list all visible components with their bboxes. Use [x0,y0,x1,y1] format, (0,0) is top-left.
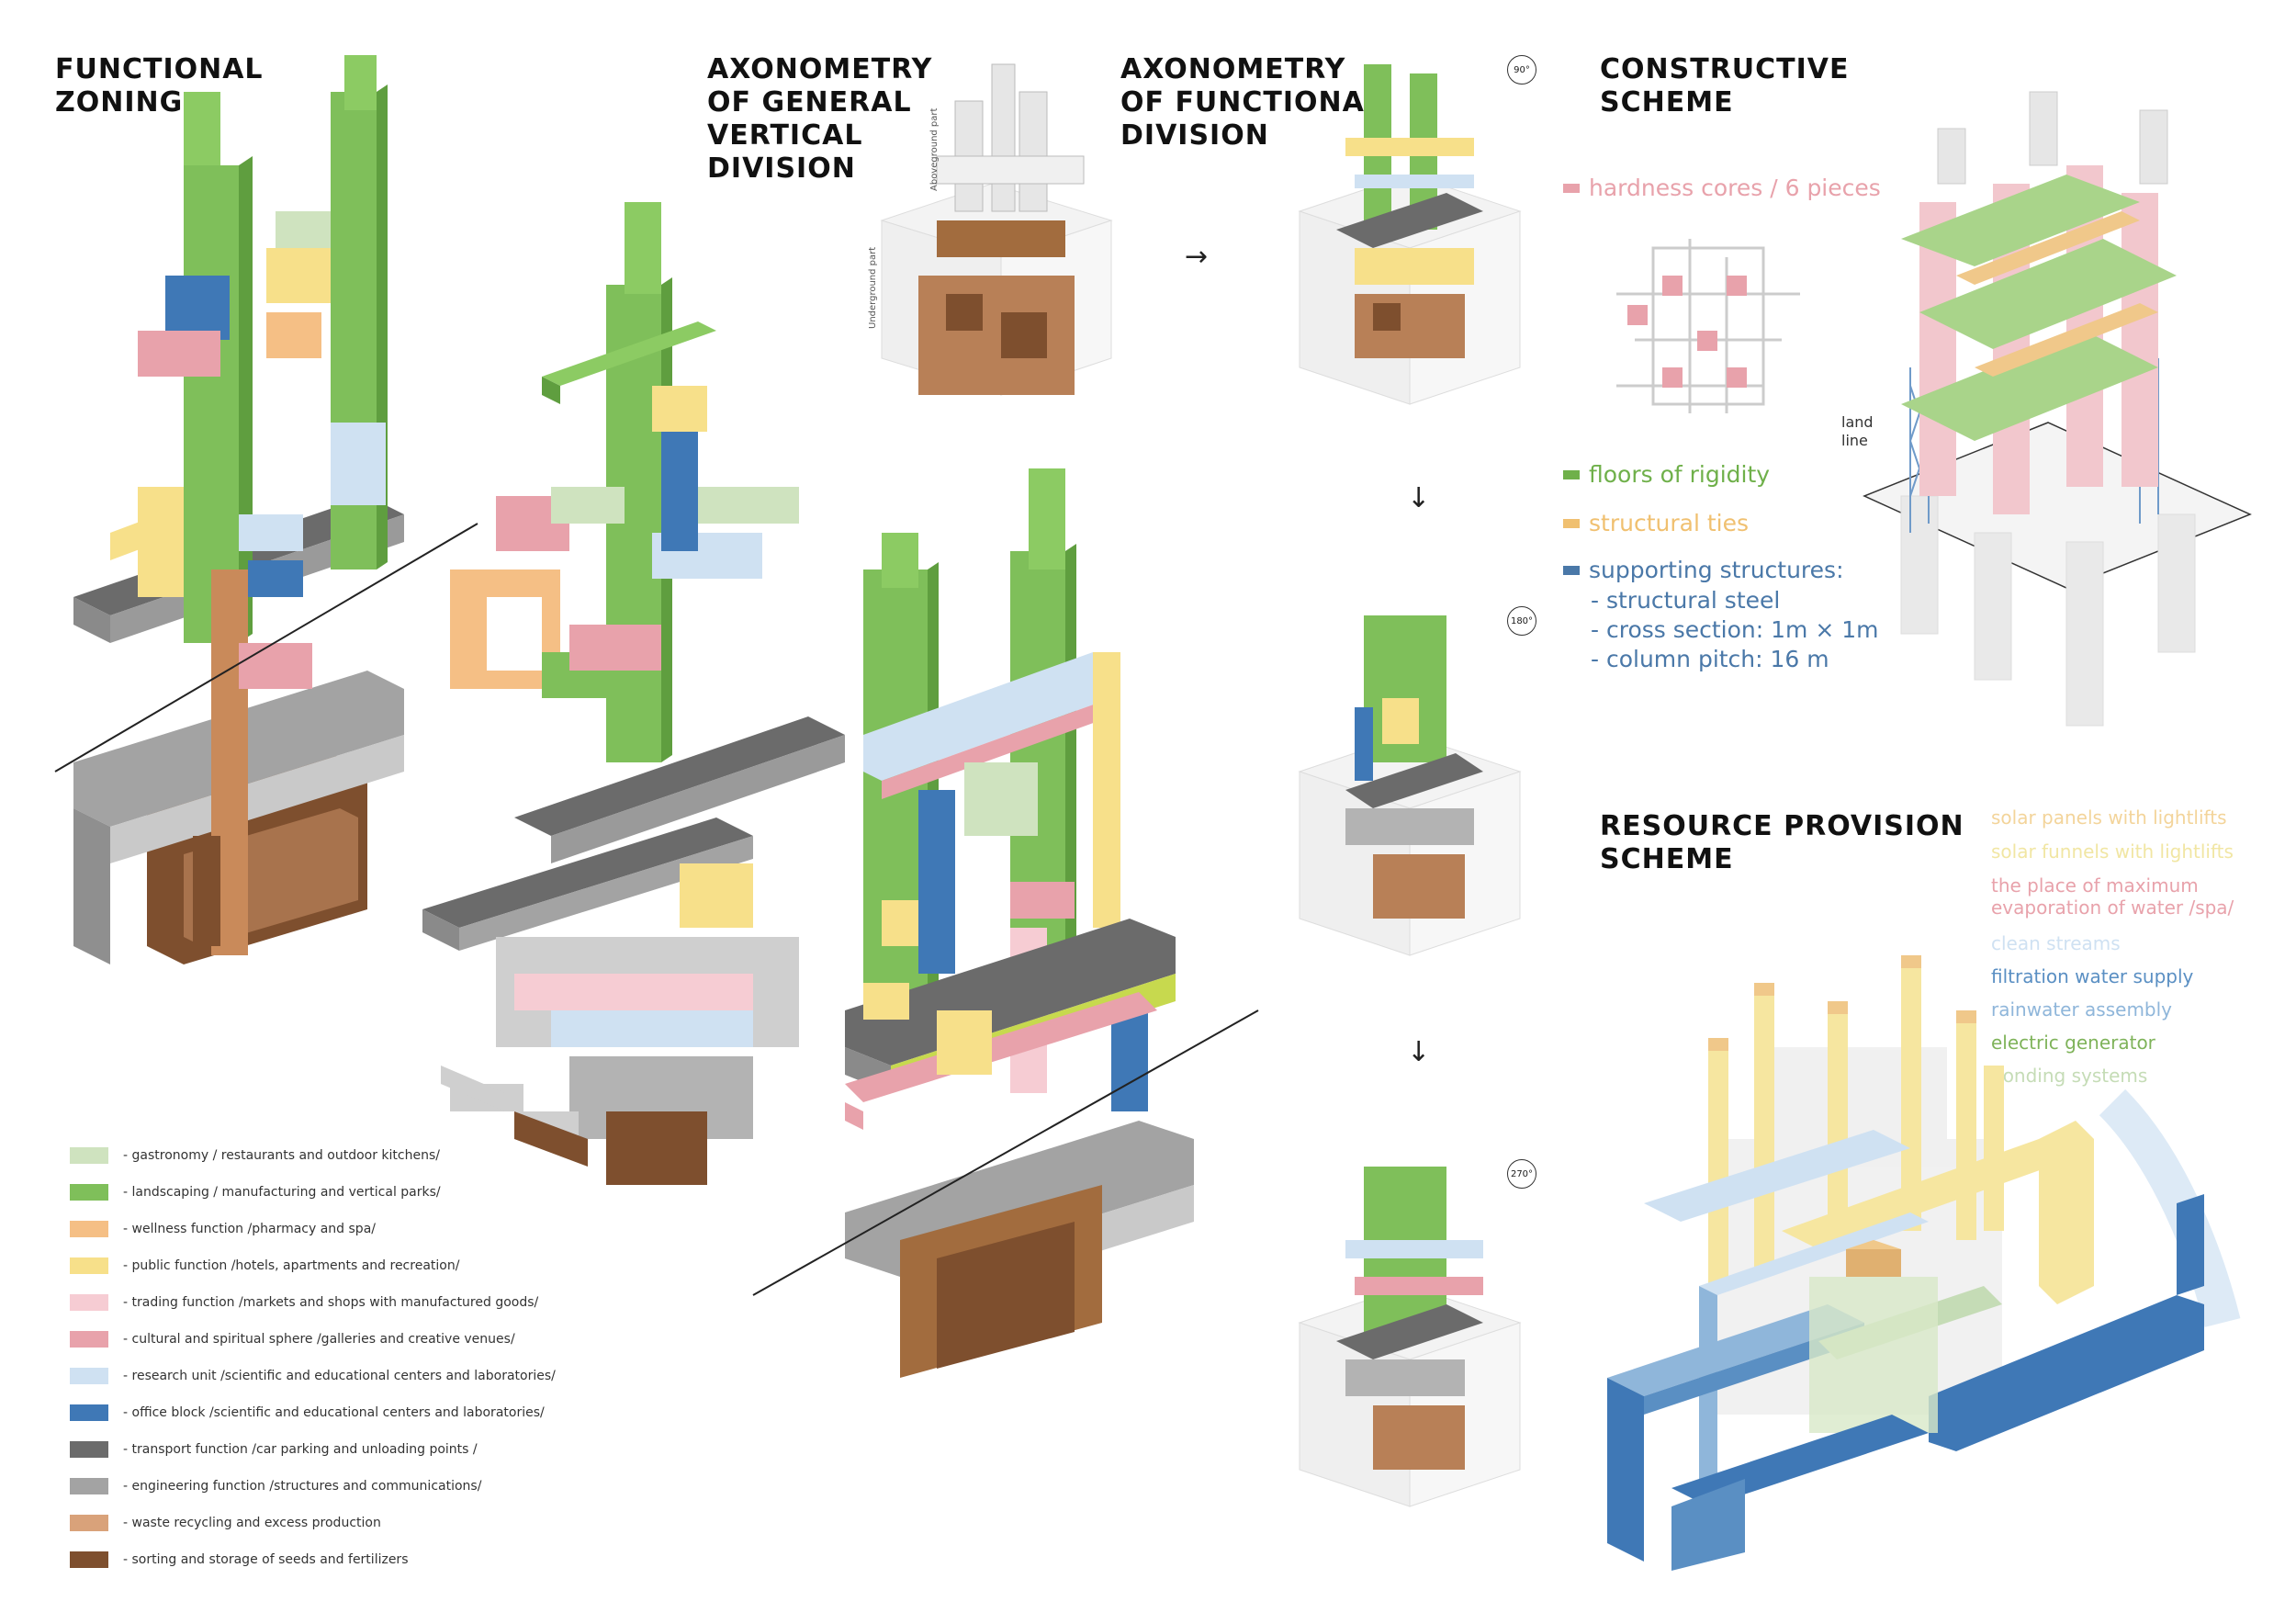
legend-swatch [70,1147,108,1164]
legend-row-research: - research unit /scientific and educatio… [70,1365,556,1387]
functional-cube-90 [1298,64,1522,405]
legend-swatch [70,1551,108,1568]
legend-swatch [70,1478,108,1494]
aboveground-part-model [936,63,1085,212]
floors-of-rigidity-item: floors of rigidity [1563,461,1770,488]
constructive-scheme-title: CONSTRUCTIVE SCHEME [1600,53,1850,118]
legend-row-engineering: - engineering function /structures and c… [70,1475,481,1497]
legend-text: - sorting and storage of seeds and ferti… [123,1552,409,1567]
legend-text: - office block /scientific and education… [123,1405,545,1420]
resource-item-evaporation: the place of maximum evaporation of wate… [1991,874,2234,919]
legend-swatch [70,1331,108,1348]
legend-text: - transport function /car parking and un… [123,1442,478,1457]
supporting-sub-3: - column pitch: 16 m [1591,646,1829,672]
legend-text: - gastronomy / restaurants and outdoor k… [123,1148,440,1163]
legend-text: - public function /hotels, apartments an… [123,1258,460,1273]
legend-swatch [70,1515,108,1531]
legend-row-transport: - transport function /car parking and un… [70,1438,478,1460]
legend-row-office: - office block /scientific and education… [70,1402,545,1424]
legend-row-public: - public function /hotels, apartments an… [70,1255,459,1277]
ties-label: structural ties [1589,510,1749,536]
functional-cube-180 [1298,615,1522,956]
floors-label: floors of rigidity [1589,461,1771,488]
legend-text: - landscaping / manufacturing and vertic… [123,1185,441,1200]
resource-item-generator: electric generator [1991,1032,2155,1054]
ties-swatch [1563,518,1580,528]
legend-row-waste: - waste recycling and excess production [70,1512,381,1534]
legend-row-landscaping: - landscaping / manufacturing and vertic… [70,1181,441,1203]
hardness-cores-label: hardness cores / 6 pieces [1589,175,1881,201]
supporting-sub-1: - structural steel [1591,587,1781,614]
legend-swatch [70,1184,108,1201]
rotation-180-icon: 180° [1507,606,1536,636]
axonometry-functional-title: AXONOMETRY OF FUNCTIONAL DIVISION [1120,53,1383,152]
supporting-label: supporting structures: [1589,557,1844,583]
resource-item-clean-streams: clean streams [1991,932,2121,954]
tower-block-1 [73,55,404,964]
resource-item-solar-panels: solar panels with lightlifts [1991,806,2227,829]
legend-row-seeds: - sorting and storage of seeds and ferti… [70,1549,408,1571]
legend-text: - waste recycling and excess production [123,1516,381,1530]
rotation-90-icon: 90° [1507,55,1536,85]
resource-item-solar-funnels: solar funnels with lightlifts [1991,840,2234,863]
functional-zoning-title: FUNCTIONAL ZONING [55,53,264,118]
resource-provision-title: RESOURCE PROVISION SCHEME [1600,810,1964,875]
resource-provision-axonometry [1607,955,2241,1571]
axonometry-general-title: AXONOMETRY OF GENERAL VERTICAL DIVISION [707,53,933,185]
underground-part-model [918,220,1075,395]
arrow-down-2: ↓ [1407,1036,1431,1068]
supporting-structures-item: supporting structures: [1563,557,1844,583]
legend-swatch [70,1221,108,1237]
rotation-270-icon: 270° [1507,1159,1536,1189]
aboveground-label: Aboveground part [929,107,940,191]
supporting-sub-2: - cross section: 1m × 1m [1591,616,1879,643]
arrow-down-1: ↓ [1407,482,1431,514]
general-division-cube [880,63,1113,396]
resource-item-rainwater: rainwater assembly [1991,998,2173,1021]
functional-zoning-axonometry [54,55,1259,1378]
legend-row-cultural: - cultural and spiritual sphere /galleri… [70,1328,515,1350]
land-line-label: land line [1841,413,1874,449]
legend-swatch [70,1257,108,1274]
constructive-axonometry [1863,91,2252,727]
legend-row-gastronomy: - gastronomy / restaurants and outdoor k… [70,1145,440,1167]
hardness-cores-item: hardness cores / 6 pieces [1563,175,1881,201]
supporting-swatch [1563,565,1580,575]
legend-text: - trading function /markets and shops wi… [123,1295,539,1310]
functional-cube-270 [1298,1167,1522,1507]
hardness-cores-plan [1616,239,1800,413]
tower-block-2 [422,202,845,1185]
legend-text: - cultural and spiritual sphere /galleri… [123,1332,515,1347]
legend-row-wellness: - wellness function /pharmacy and spa/ [70,1218,376,1240]
resource-item-filtration: filtration water supply [1991,965,2194,987]
legend-row-trading: - trading function /markets and shops wi… [70,1291,538,1314]
floors-swatch [1563,469,1580,479]
hardness-cores-swatch [1563,183,1580,193]
tower-block-3 [845,468,1194,1378]
arrow-right: → [1185,241,1209,273]
legend-text: - engineering function /structures and c… [123,1479,482,1494]
legend-swatch [70,1294,108,1311]
legend-text: - wellness function /pharmacy and spa/ [123,1222,376,1236]
legend-swatch [70,1404,108,1421]
legend-swatch [70,1368,108,1384]
underground-label: Underground part [868,246,878,329]
structural-ties-item: structural ties [1563,510,1749,536]
legend-text: - research unit /scientific and educatio… [123,1369,556,1383]
legend-swatch [70,1441,108,1458]
